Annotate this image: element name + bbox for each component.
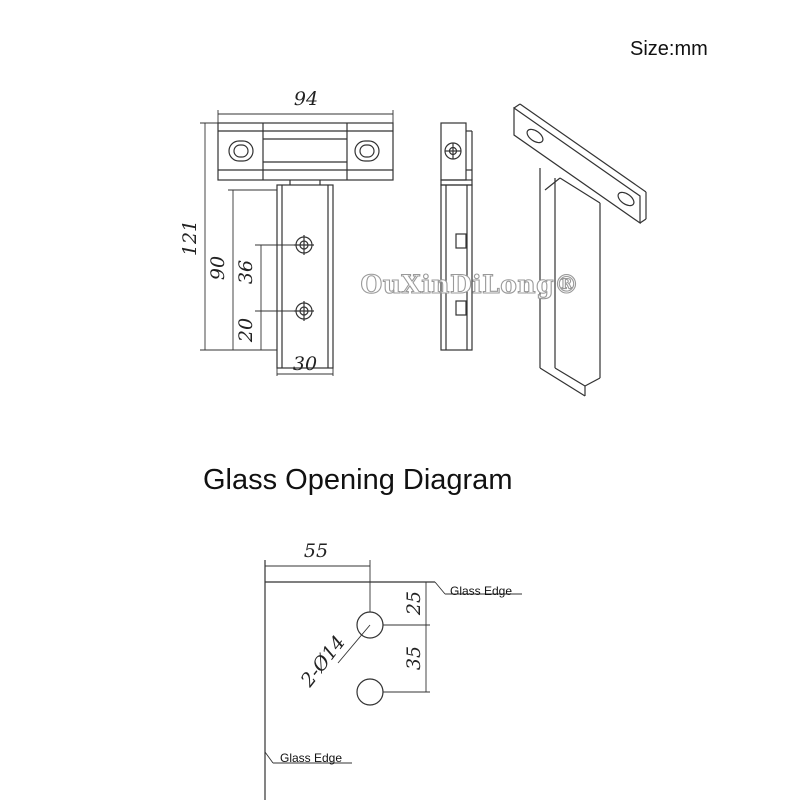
isometric-view (513, 103, 647, 397)
front-view-plate (276, 184, 334, 369)
dim-width-94: 94 (294, 88, 318, 110)
dim-hole-offset-20: 20 (235, 318, 257, 343)
glass-edge-label-left: Glass Edge (280, 751, 342, 765)
dim-glass-25: 25 (403, 591, 425, 616)
glass-opening-title: Glass Opening Diagram (203, 464, 513, 496)
dim-glass-hole-diameter: 2-Ø14 (296, 632, 350, 692)
glass-hole-bottom (356, 678, 384, 706)
side-view (440, 122, 473, 351)
front-view-top-bar (217, 122, 394, 185)
dim-plate-width-30: 30 (293, 353, 317, 375)
glass-opening-drawing (264, 560, 522, 800)
dim-height-121: 121 (179, 220, 201, 256)
dim-height-90: 90 (207, 256, 229, 280)
dim-glass-35: 35 (403, 646, 425, 670)
watermark-logo: OuXinDiLong® (360, 270, 579, 299)
glass-edge-label-top: Glass Edge (450, 584, 512, 598)
dim-glass-55: 55 (304, 540, 328, 562)
dim-hole-spacing-36: 36 (235, 260, 257, 284)
front-view-dimensions (200, 110, 394, 376)
glass-opening-dimensions (264, 560, 522, 764)
size-unit-label: Size:mm (630, 38, 708, 60)
